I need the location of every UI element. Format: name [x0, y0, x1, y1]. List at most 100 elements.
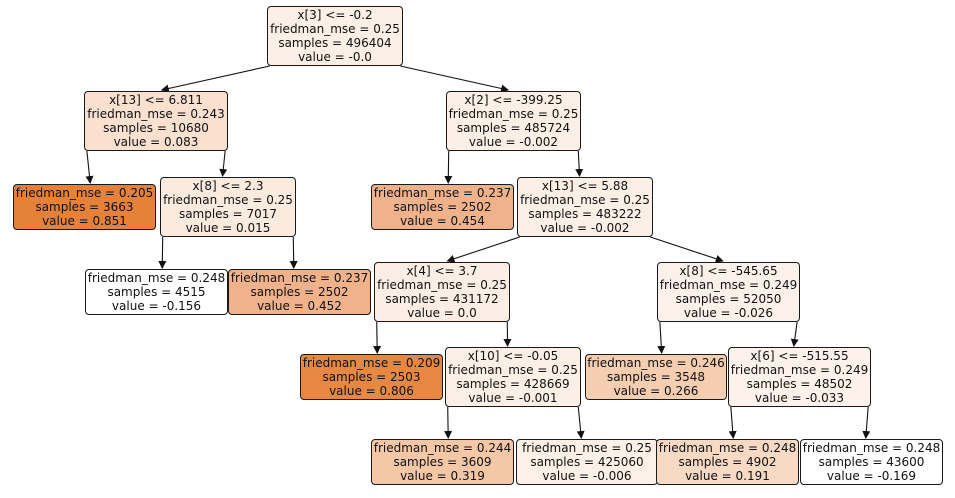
node-text-line: samples = 10680	[103, 121, 209, 135]
tree-edge-n11-n12	[444, 406, 453, 439]
node-text-line: samples = 4515	[107, 285, 206, 299]
node-text-line: samples = 2503	[322, 370, 421, 384]
tree-edge-n6-n8	[575, 150, 584, 177]
tree-edge-n11-n13	[576, 406, 585, 439]
tree-edge-n3-n5	[289, 236, 298, 269]
node-text-line: value = 0.191	[685, 469, 770, 483]
node-text-line: samples = 3663	[35, 200, 134, 214]
node-text-line: samples = 3609	[393, 455, 492, 469]
node-text-line: value = -0.033	[754, 391, 845, 405]
node-text-line: value = 0.0	[407, 306, 477, 320]
node-text-line: friedman_mse = 0.25	[522, 441, 652, 455]
node-text-line: friedman_mse = 0.244	[373, 441, 512, 455]
node-text-line: samples = 496404	[278, 36, 392, 50]
node-text-line: value = -0.169	[826, 469, 917, 483]
node-text-line: value = 0.452	[257, 299, 342, 313]
tree-edge-n16-n17	[728, 406, 737, 439]
node-text-line: value = -0.002	[468, 135, 559, 149]
node-text-line: value = -0.156	[111, 299, 202, 313]
node-text-line: x[4] <= 3.7	[406, 264, 478, 278]
node-text-line: x[13] <= 6.811	[109, 93, 203, 107]
tree-edge-n0-n1	[160, 65, 270, 93]
node-text-line: x[8] <= -545.65	[679, 264, 778, 278]
node-text-line: value = 0.266	[613, 384, 699, 398]
tree-edge-n1-n3	[219, 150, 228, 177]
node-text-line: samples = 485724	[456, 121, 571, 135]
node-text-line: samples = 2502	[250, 285, 349, 299]
node-text-line: friedman_mse = 0.237	[373, 186, 512, 200]
node-text-line: samples = 3548	[606, 370, 706, 384]
node-text-line: value = 0.083	[113, 135, 199, 149]
node-text-line: value = 0.806	[329, 384, 414, 398]
tree-edge-n8-n14	[650, 236, 724, 263]
node-text-line: value = -0.006	[542, 469, 632, 483]
node-text-line: friedman_mse = 0.205	[15, 186, 154, 200]
node-text-line: samples = 483222	[528, 207, 642, 221]
node-text-line: samples = 425060	[530, 455, 644, 469]
node-text-line: samples = 7017	[178, 207, 278, 221]
tree-edge-n3-n4	[158, 236, 167, 269]
node-text-line: value = -0.002	[540, 221, 630, 235]
node-text-line: samples = 4902	[678, 455, 777, 469]
node-text-line: friedman_mse = 0.25	[163, 193, 293, 207]
tree-edge-n16-n18	[862, 406, 871, 439]
node-text-line: x[8] <= 2.3	[192, 179, 264, 193]
node-text-line: friedman_mse = 0.249	[730, 363, 869, 377]
tree-edge-n14-n16	[790, 321, 799, 347]
node-text-line: friedman_mse = 0.25	[448, 107, 579, 121]
node-text-line: friedman_mse = 0.246	[587, 356, 725, 370]
node-text-line: value = 0.851	[42, 214, 127, 228]
node-text-line: x[13] <= 5.88	[541, 179, 629, 193]
node-text-line: friedman_mse = 0.248	[802, 441, 941, 455]
node-text-line: friedman_mse = 0.25	[377, 278, 507, 292]
tree-edge-n0-n6	[400, 65, 510, 93]
node-text-line: value = 0.319	[400, 469, 485, 483]
node-text-line: friedman_mse = 0.25	[448, 363, 578, 377]
node-text-line: value = -0.0	[298, 50, 372, 64]
node-text-line: value = 0.454	[400, 214, 485, 228]
tree-edge-n9-n10	[373, 321, 382, 354]
node-text-line: x[3] <= -0.2	[297, 8, 373, 22]
node-text-line: value = 0.015	[185, 221, 271, 235]
node-text-line: x[6] <= -515.55	[750, 349, 849, 363]
node-text-line: friedman_mse = 0.25	[520, 193, 650, 207]
node-text-line: samples = 431172	[385, 292, 499, 306]
node-text-line: friedman_mse = 0.209	[302, 356, 441, 370]
node-text-line: friedman_mse = 0.25	[270, 22, 400, 36]
node-text-line: samples = 428669	[456, 377, 570, 391]
node-text-line: friedman_mse = 0.249	[659, 278, 798, 292]
node-text-line: value = -0.026	[683, 306, 774, 320]
node-text-line: samples = 2502	[393, 200, 492, 214]
node-text-line: value = -0.001	[468, 391, 558, 405]
node-text-line: x[2] <= -399.25	[464, 93, 563, 107]
tree-edge-n8-n9	[446, 236, 520, 263]
tree-edge-n1-n2	[85, 150, 94, 184]
tree-edge-n14-n15	[657, 321, 666, 354]
node-text-line: friedman_mse = 0.237	[230, 271, 369, 285]
node-text-line: x[10] <= -0.05	[467, 349, 559, 363]
node-text-line: friedman_mse = 0.248	[87, 271, 226, 285]
node-text-line: samples = 43600	[818, 455, 925, 469]
node-text-line: samples = 48502	[746, 377, 853, 391]
node-text-line: friedman_mse = 0.243	[87, 107, 225, 121]
